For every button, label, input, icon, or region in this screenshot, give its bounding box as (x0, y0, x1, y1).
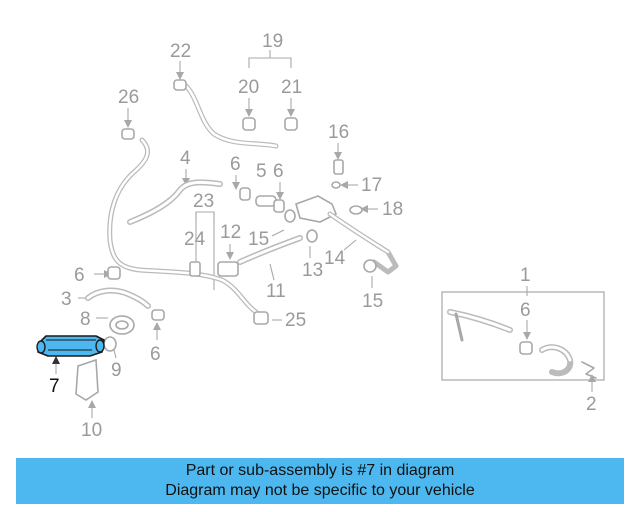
callout-2[interactable]: 2 (586, 394, 597, 415)
inset-assembly-1 (441, 291, 605, 381)
callout-25[interactable]: 25 (285, 310, 306, 331)
info-banner: Part or sub-assembly is #7 in diagram Di… (16, 458, 624, 504)
callout-6-inset[interactable]: 6 (520, 300, 531, 321)
leader-lines (52, 50, 596, 418)
callout-24[interactable]: 24 (184, 229, 206, 250)
banner-line-part-number: Part or sub-assembly is #7 in diagram (185, 462, 455, 479)
callout-21[interactable]: 21 (281, 77, 302, 98)
callout-17[interactable]: 17 (361, 175, 382, 196)
callout-11[interactable]: 11 (266, 281, 286, 302)
callout-10[interactable]: 10 (81, 420, 102, 441)
callout-12[interactable]: 12 (220, 222, 241, 243)
callout-9[interactable]: 9 (111, 360, 122, 381)
callout-1[interactable]: 1 (520, 265, 531, 286)
callout-numbers: 22 19 20 21 26 16 4 6 5 6 17 23 18 24 12… (49, 31, 597, 441)
callout-18[interactable]: 18 (382, 199, 403, 220)
callout-6-left[interactable]: 6 (74, 265, 85, 286)
callout-26[interactable]: 26 (118, 87, 139, 108)
parts-diagram: 22 19 20 21 26 16 4 6 5 6 17 23 18 24 12… (36, 31, 605, 441)
callout-5[interactable]: 5 (256, 161, 267, 182)
callout-3[interactable]: 3 (61, 289, 72, 310)
callout-14[interactable]: 14 (324, 248, 346, 269)
callout-16[interactable]: 16 (328, 122, 349, 143)
highlighted-part-7[interactable] (36, 335, 105, 357)
callout-20[interactable]: 20 (238, 77, 259, 98)
callout-6-upper-right[interactable]: 6 (273, 161, 284, 182)
callout-23[interactable]: 23 (193, 191, 214, 212)
callout-13[interactable]: 13 (302, 260, 323, 281)
engine-parts-lineart (75, 79, 399, 401)
callout-22[interactable]: 22 (170, 41, 191, 62)
callout-8[interactable]: 8 (80, 309, 91, 330)
callout-4[interactable]: 4 (180, 148, 191, 169)
banner-line-disclaimer: Diagram may not be specific to your vehi… (165, 482, 475, 499)
callout-15-middle[interactable]: 15 (248, 229, 269, 250)
callout-6-lower[interactable]: 6 (150, 344, 161, 365)
callout-15-lower[interactable]: 15 (362, 291, 383, 312)
callout-19[interactable]: 19 (262, 31, 283, 52)
callout-6-upper-left[interactable]: 6 (230, 154, 241, 175)
callout-7-highlighted[interactable]: 7 (49, 376, 60, 397)
